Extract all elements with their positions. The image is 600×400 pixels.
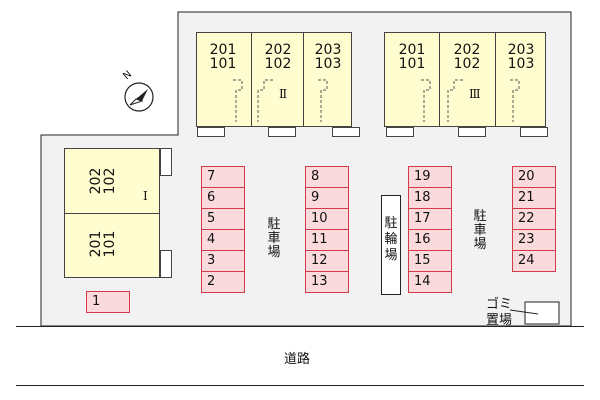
parking-space: 13 <box>305 271 349 293</box>
parking-space: 14 <box>408 271 452 293</box>
unit-upper: 201 <box>398 42 426 58</box>
parking-space: 16 <box>408 229 452 251</box>
unit-lower: 103 <box>314 56 342 72</box>
bicycle-parking: 駐輪場 <box>381 195 401 295</box>
building-notch <box>458 127 486 137</box>
building-notch <box>268 127 296 137</box>
parking-label-text: 駐車場 <box>267 217 281 260</box>
building-notch <box>332 127 360 137</box>
parking-space: 1 <box>86 291 130 313</box>
parking-label: 駐車場 <box>473 210 487 252</box>
parking-label: 駐車場 <box>267 218 281 260</box>
unit-lower: 103 <box>507 56 535 72</box>
unit-upper: 203 <box>314 42 342 58</box>
building-notch <box>160 250 172 278</box>
building-notch <box>197 127 225 137</box>
compass-north-icon <box>124 82 154 112</box>
unit-lower: 101 <box>398 56 426 72</box>
building-name: Ⅲ <box>469 87 481 101</box>
parking-space: 21 <box>512 187 556 209</box>
parking-space: 4 <box>201 229 245 251</box>
stair-icon <box>233 79 328 122</box>
parking-space: 6 <box>201 187 245 209</box>
parking-space: 5 <box>201 208 245 230</box>
garbage-box <box>510 301 560 325</box>
building-name: Ⅱ <box>279 87 288 101</box>
parking-space: 8 <box>305 166 349 188</box>
building-notch <box>386 127 414 137</box>
parking-space: 19 <box>408 166 452 188</box>
bicycle-parking-label: 駐輪場 <box>384 216 398 263</box>
road-edge-bottom <box>16 385 584 386</box>
unit-lower: 102 <box>102 167 118 195</box>
road-edge-top <box>16 326 584 327</box>
unit-upper: 203 <box>507 42 535 58</box>
garbage-label-line2: 置場 <box>486 313 513 328</box>
parking-space: 7 <box>201 166 245 188</box>
garbage-area: ゴミ 置場 <box>486 293 534 328</box>
unit-upper: 201 <box>209 42 237 58</box>
parking-space: 15 <box>408 250 452 272</box>
unit-lower: 102 <box>453 56 481 72</box>
parking-space: 2 <box>201 271 245 293</box>
parking-space: 22 <box>512 208 556 230</box>
parking-space: 24 <box>512 250 556 272</box>
garbage-label-line1: ゴミ <box>486 297 513 312</box>
stair-icon <box>421 79 520 122</box>
parking-space: 12 <box>305 250 349 272</box>
parking-space: 20 <box>512 166 556 188</box>
parking-label-text: 駐車場 <box>473 209 487 252</box>
parking-space: 11 <box>305 229 349 251</box>
parking-space: 10 <box>305 208 349 230</box>
building-name: Ⅰ <box>143 189 148 203</box>
parking-space: 9 <box>305 187 349 209</box>
road-label: 道路 <box>284 352 311 367</box>
unit-lower: 101 <box>209 56 237 72</box>
parking-space: 18 <box>408 187 452 209</box>
building-notch <box>160 148 172 176</box>
unit-upper: 202 <box>264 42 292 58</box>
unit-upper: 202 <box>453 42 481 58</box>
parking-space: 23 <box>512 229 556 251</box>
parking-space: 17 <box>408 208 452 230</box>
unit-lower: 101 <box>102 230 118 258</box>
unit-lower: 102 <box>264 56 292 72</box>
parking-space: 3 <box>201 250 245 272</box>
building-notch <box>520 127 548 137</box>
